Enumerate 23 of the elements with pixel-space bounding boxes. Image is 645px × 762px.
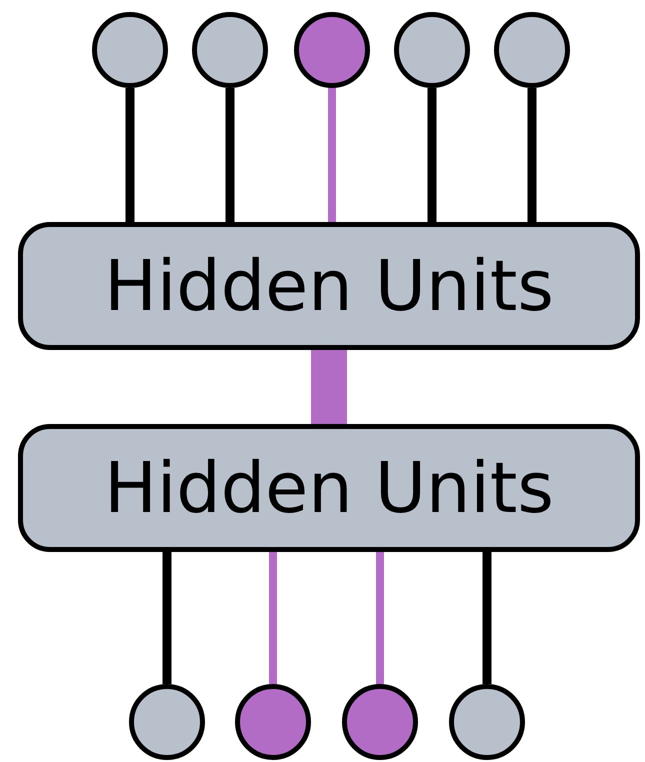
connector-line [126,88,134,222]
unit-circle [92,12,168,88]
layer-label: Hidden Units [104,245,554,327]
unit-circle [449,684,525,760]
connector-line [482,552,492,684]
connector-line [428,88,436,222]
unit-circle [494,12,570,88]
connector-line [311,350,347,424]
unit-circle [342,684,418,760]
layer-label: Hidden Units [104,447,554,529]
connector-line [269,552,277,684]
connector-line [376,552,384,684]
layer-box [18,222,640,350]
unit-circle [235,684,311,760]
connector-line [226,88,234,222]
layer-box [18,424,640,552]
unit-circle [394,12,470,88]
unit-circle [294,12,370,88]
unit-circle [192,12,268,88]
connector-line [328,88,336,222]
connector-line [528,88,536,222]
connector-line [162,552,172,684]
unit-circle [129,684,205,760]
